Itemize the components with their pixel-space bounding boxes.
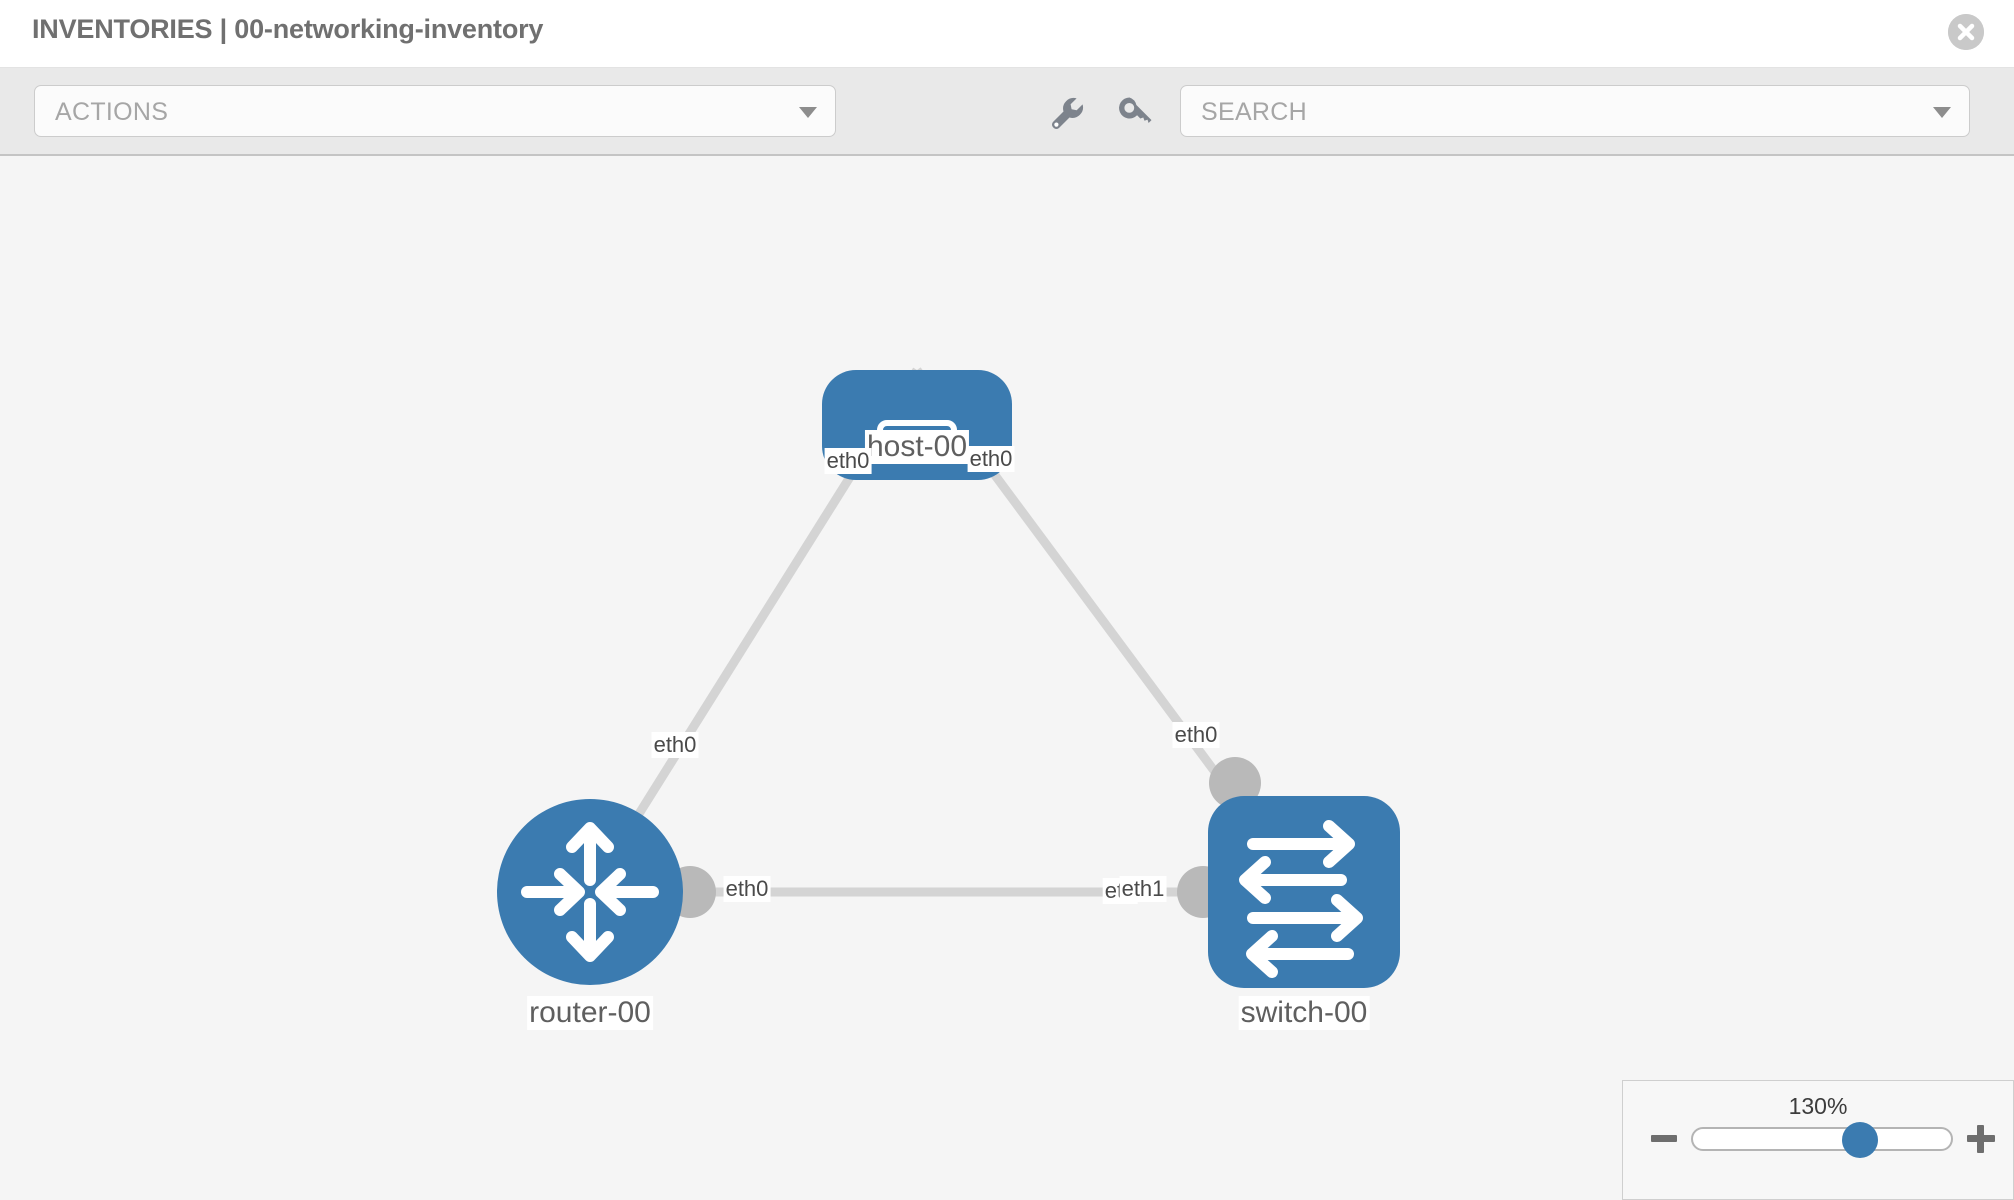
toolbar: ACTIONS SEARCH [0,68,2014,156]
zoom-level-label: 130% [1788,1093,1848,1119]
node-label-switch-00: switch-00 [1238,996,1370,1030]
zoom-slider-thumb[interactable] [1841,1122,1878,1158]
node-switch-00[interactable] [1208,796,1400,988]
zoom-control-panel: 130% [1622,1080,2014,1200]
iface-label-switch-eth0-uplink: eth0 [1172,722,1220,748]
node-label-host-00: host-00 [864,430,970,464]
iface-label-router-eth0-uplink: eth0 [651,732,699,758]
actions-dropdown[interactable]: ACTIONS [34,85,836,137]
zoom-slider[interactable] [1691,1122,1953,1158]
chevron-down-icon [1933,107,1951,118]
switch-arrows-icon [1239,820,1363,978]
router-arrows-icon [521,822,659,962]
topology-canvas[interactable]: host-00 router-00 switch-00 eth0 eth0 et… [0,158,2014,1200]
topology-graph [497,367,1400,988]
key-icon[interactable] [1113,92,1155,134]
plus-icon[interactable] [1967,1125,1995,1153]
chevron-down-icon [799,107,817,118]
iface-label-host-eth0-left: eth0 [824,448,872,474]
iface-label-router-eth0: eth0 [723,876,771,902]
page-title: INVENTORIES | 00-networking-inventory [32,14,544,44]
node-router-00[interactable] [497,799,683,985]
page-header: INVENTORIES | 00-networking-inventory [0,0,2014,68]
wrench-icon[interactable] [1045,92,1087,134]
iface-label-host-eth0-right: eth0 [967,446,1015,472]
close-icon[interactable] [1948,14,1984,50]
search-input[interactable]: SEARCH [1180,85,1970,137]
actions-dropdown-label: ACTIONS [55,98,169,126]
node-label-router-00: router-00 [527,996,653,1030]
minus-icon[interactable] [1651,1135,1677,1142]
search-placeholder: SEARCH [1201,98,1307,126]
iface-label-switch-eth1: eth1 [1119,876,1167,902]
